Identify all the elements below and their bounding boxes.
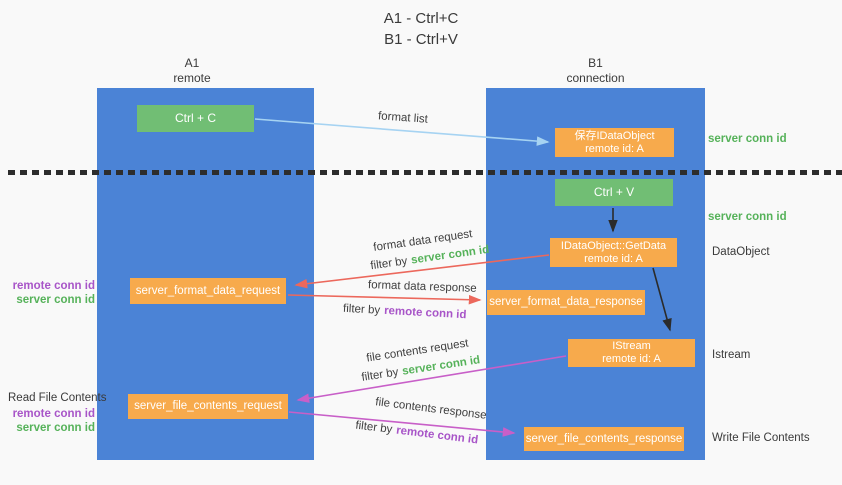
annotation-istream: Istream xyxy=(712,349,751,361)
node-server-format-data-request-label: server_format_data_request xyxy=(135,284,281,297)
edge-label-format-list: format list xyxy=(377,110,429,126)
node-server-file-contents-response: server_file_contents_response xyxy=(524,427,684,451)
node-save-idataobject-remote-id: remote id: A xyxy=(585,142,644,155)
session-separator-dotted-line xyxy=(8,170,842,175)
filter-by-prefix: filter by xyxy=(342,302,381,317)
lifeline-header-a1: A1 remote xyxy=(97,56,287,86)
annotation-server-conn-id-1: server conn id xyxy=(16,294,95,306)
annotation-conn-ids-file: remote conn id server conn id xyxy=(10,407,95,435)
node-istream: IStream remote id: A xyxy=(568,339,695,367)
filter-server-conn-id-value: server conn id xyxy=(401,354,481,378)
arrow-format-data-response xyxy=(287,294,482,305)
filter-remote-conn-id-value: remote conn id xyxy=(395,424,479,447)
node-save-idataobject-title: 保存IDataObject xyxy=(574,129,655,142)
lifeline-b1-subtitle: connection xyxy=(566,71,625,85)
annotation-server-conn-id-top: server conn id xyxy=(708,133,787,145)
node-istream-remote-id: remote id: A xyxy=(602,353,661,365)
node-server-format-data-response-label: server_format_data_response xyxy=(489,296,643,308)
node-server-file-contents-response-label: server_file_contents_response xyxy=(525,432,683,445)
node-ctrl-v-label: Ctrl + V xyxy=(593,185,635,199)
node-ctrl-c-label: Ctrl + C xyxy=(174,111,216,125)
annotation-write-file-contents: Write File Contents xyxy=(712,432,810,444)
annotation-dataobject: DataObject xyxy=(712,246,770,258)
lifeline-a1-subtitle: remote xyxy=(173,71,211,85)
node-getdata-remote-id: remote id: A xyxy=(584,252,643,265)
node-getdata-title: IDataObject::GetData xyxy=(560,239,667,252)
node-server-format-data-request: server_format_data_request xyxy=(130,278,286,304)
annotation-remote-conn-id-2: remote conn id xyxy=(12,408,95,420)
node-server-format-data-response: server_format_data_response xyxy=(487,290,645,315)
title-line-a1: A1 - Ctrl+C xyxy=(383,10,459,27)
lifeline-a1-name: A1 xyxy=(184,56,200,70)
node-ctrl-v: Ctrl + V xyxy=(555,179,673,206)
node-ctrl-c: Ctrl + C xyxy=(137,105,254,132)
annotation-conn-ids-format: remote conn id server conn id xyxy=(10,279,95,307)
edge-label-format-data-response: format data response xyxy=(367,279,477,295)
node-save-idataobject: 保存IDataObject remote id: A xyxy=(555,128,674,157)
annotation-server-conn-id-2: server conn id xyxy=(16,422,95,434)
title-line-b1: B1 - Ctrl+V xyxy=(384,31,458,48)
node-istream-title: IStream xyxy=(612,340,651,352)
edge-label-file-contents-response: file contents response xyxy=(374,396,488,422)
node-idataobject-getdata: IDataObject::GetData remote id: A xyxy=(550,238,677,267)
filter-remote-conn-id-value: remote conn id xyxy=(383,304,467,322)
diagram-title: A1 - Ctrl+C B1 - Ctrl+V xyxy=(0,8,842,50)
filter-server-conn-id-value: server conn id xyxy=(410,243,490,267)
lifeline-b1-name: B1 xyxy=(588,56,603,70)
filter-by-prefix: filter by xyxy=(354,419,393,436)
lifeline-header-b1: B1 connection xyxy=(486,56,705,86)
annotation-server-conn-id-mid: server conn id xyxy=(708,211,787,223)
annotation-read-file-contents: Read File Contents xyxy=(8,392,107,404)
filter-by-prefix: filter by xyxy=(369,255,409,273)
annotation-remote-conn-id-1: remote conn id xyxy=(12,280,95,292)
node-server-file-contents-request-label: server_file_contents_request xyxy=(134,400,282,412)
filter-by-prefix: filter by xyxy=(360,366,400,384)
node-server-file-contents-request: server_file_contents_request xyxy=(128,394,288,419)
